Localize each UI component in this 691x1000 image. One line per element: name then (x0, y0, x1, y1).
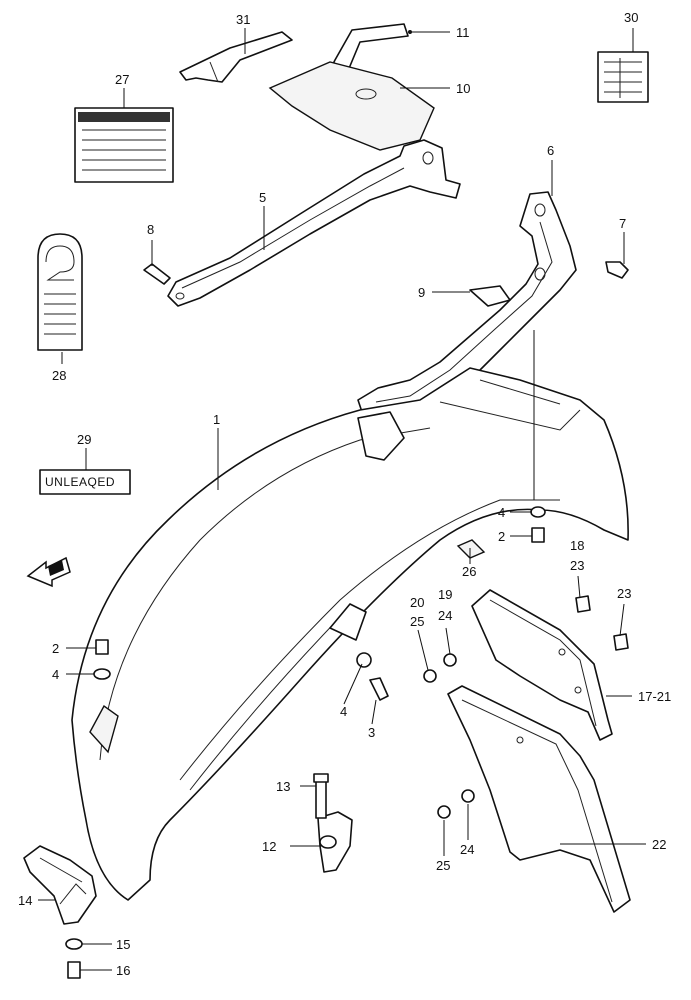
callout-4-center: 4 (340, 704, 347, 719)
fastener-7-bolt (605, 261, 629, 279)
callout-18: 18 (570, 538, 584, 553)
front-direction-arrow-icon (26, 556, 71, 588)
callout-9: 9 (418, 285, 425, 300)
part-12-13-bracket-bolt (313, 773, 353, 873)
callout-29: 29 (77, 432, 91, 447)
callout-4-left: 4 (52, 667, 59, 682)
part-17-21-mudflap-bracket (471, 589, 613, 741)
callout-numbers: 31 11 30 10 27 6 5 8 7 9 28 1 29 4 2 18 … (18, 10, 671, 978)
fastener-19-24-nut (443, 653, 457, 667)
fastener-25-nut-lower (437, 805, 451, 819)
part-30-label (597, 51, 649, 103)
callout-31: 31 (236, 12, 250, 27)
part-1-rear-fender (71, 367, 629, 901)
part-26-tab (456, 539, 486, 559)
callout-25-upper: 25 (410, 614, 424, 629)
fastener-20-25-nut (423, 669, 437, 683)
callout-6: 6 (547, 143, 554, 158)
callout-23-right: 23 (617, 586, 631, 601)
fastener-23-bolt-upper (575, 595, 591, 613)
fastener-4-washer-left (93, 668, 111, 680)
part-28-tag (37, 233, 83, 351)
callout-14: 14 (18, 893, 32, 908)
leader-lines (38, 28, 646, 971)
callout-24-lower: 24 (460, 842, 474, 857)
callout-1: 1 (213, 412, 220, 427)
fastener-23-bolt-right (613, 633, 629, 651)
callout-3: 3 (368, 725, 375, 740)
fastener-8-bolt (143, 263, 171, 285)
callout-30: 30 (624, 10, 638, 25)
part-31-bracket (179, 31, 293, 83)
part-22-mudflap (447, 685, 631, 913)
callout-25-lower: 25 (436, 858, 450, 873)
callout-11: 11 (456, 25, 470, 40)
callout-8: 8 (147, 222, 154, 237)
callout-2-left: 2 (52, 641, 59, 656)
callout-27: 27 (115, 72, 129, 87)
callout-5: 5 (259, 190, 266, 205)
part-14-guard (23, 845, 97, 925)
fastener-4-clip-center (356, 652, 372, 668)
fastener-4-washer-right (530, 506, 546, 518)
fastener-16-bolt (67, 961, 81, 979)
fastener-2-bolt-right (531, 527, 545, 543)
fastener-3-bolt (369, 677, 389, 701)
callout-20: 20 (410, 595, 424, 610)
part-29-unleaded-label: UNLEAQED (39, 469, 131, 495)
callout-2-right: 2 (498, 529, 505, 544)
fastener-2-bolt-left (95, 639, 109, 655)
fastener-15-washer (65, 938, 83, 950)
part-27-caution-label (74, 107, 174, 183)
part-5-carrier-bar (167, 139, 461, 307)
callout-23-upper: 23 (570, 558, 584, 573)
part-10-mat (268, 61, 435, 151)
callout-15: 15 (116, 937, 130, 952)
callout-10: 10 (456, 81, 470, 96)
callout-28: 28 (52, 368, 66, 383)
unleaded-label-text: UNLEAQED (45, 475, 115, 489)
callout-22: 22 (652, 837, 666, 852)
fastener-24-nut-lower (461, 789, 475, 803)
callout-13: 13 (276, 779, 290, 794)
callout-19: 19 (438, 587, 452, 602)
callout-16: 16 (116, 963, 130, 978)
callout-26: 26 (462, 564, 476, 579)
callout-17-21: 17-21 (638, 689, 671, 704)
callout-7: 7 (619, 216, 626, 231)
callout-24-upper: 24 (438, 608, 452, 623)
callout-4-right: 4 (498, 505, 505, 520)
callout-12: 12 (262, 839, 276, 854)
